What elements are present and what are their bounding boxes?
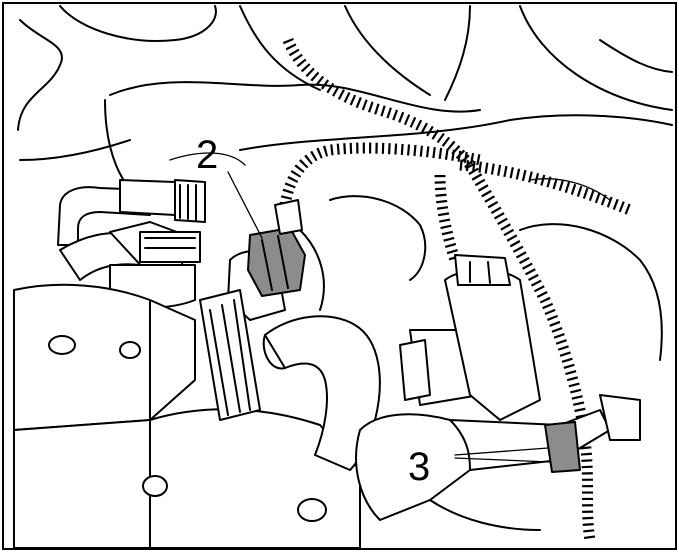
valve-body	[399, 254, 541, 421]
callout-2: 2	[196, 133, 263, 239]
fuel-lines	[57, 179, 206, 309]
callout-2-leader	[227, 171, 263, 239]
connector-2-highlight	[247, 227, 306, 297]
lower-housing	[142, 408, 361, 549]
callout-3-leader-upper	[454, 447, 549, 456]
left-housing	[13, 283, 196, 549]
pipe-3-highlight	[544, 421, 581, 473]
callout-2-label: 2	[196, 133, 218, 177]
callout-3-label: 3	[408, 445, 430, 489]
sensor-connector-assembly	[199, 199, 306, 421]
callout-3: 3	[408, 445, 551, 489]
pipe-assembly	[355, 394, 641, 531]
background-contours	[17, 5, 673, 361]
wiring-harness	[279, 37, 633, 541]
callout-3-leader-lower	[454, 457, 551, 463]
